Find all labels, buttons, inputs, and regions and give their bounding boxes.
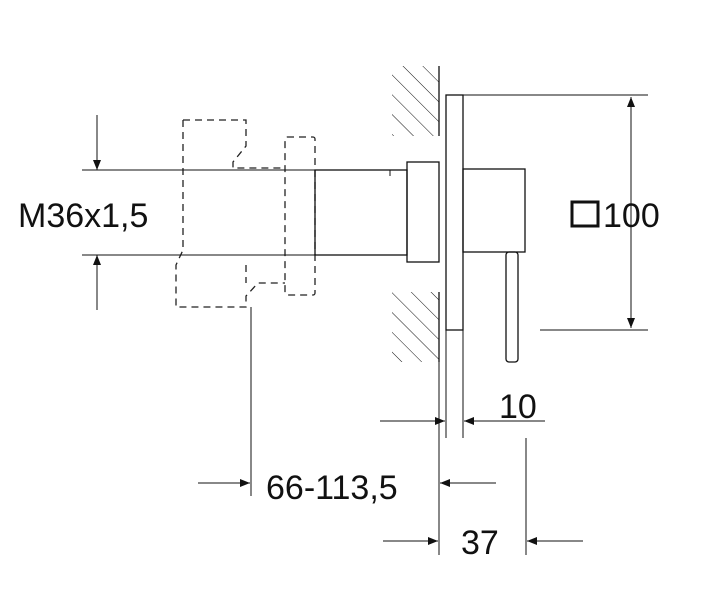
wall-offset-dimension: 37	[383, 438, 583, 562]
lever	[505, 251, 519, 363]
square-symbol-icon	[570, 200, 600, 228]
wall-plate	[445, 94, 464, 331]
wall-upper	[392, 66, 440, 136]
thread-label: M36x1,5	[18, 197, 148, 235]
plate-size-dimension: 100	[463, 94, 660, 331]
mounting-depth-dimension: 66-113,5	[198, 307, 496, 555]
wall-sleeve	[406, 161, 440, 263]
thread-dimension: M36x1,5	[18, 115, 315, 310]
concealed-valve-body	[175, 119, 316, 308]
wall-offset-label: 37	[461, 524, 499, 562]
thread-shaft	[314, 169, 408, 256]
plate-thickness-dimension: 10	[380, 330, 545, 438]
plate-thickness-label: 10	[499, 388, 537, 426]
handle-body	[462, 168, 526, 253]
plate-size-label: 100	[603, 197, 660, 235]
wall-lower	[392, 292, 440, 362]
mounting-depth-label: 66-113,5	[266, 469, 398, 507]
